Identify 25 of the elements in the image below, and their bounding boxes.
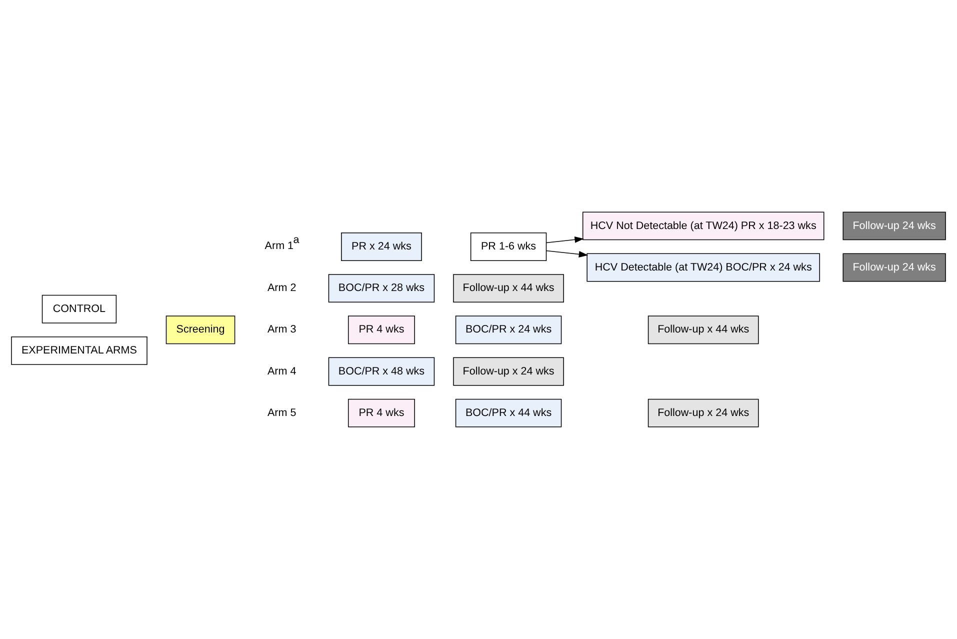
- node-box: Follow-up x 44 wks: [648, 316, 759, 344]
- node-box: PR x 24 wks: [341, 232, 422, 261]
- arrow: [546, 250, 588, 258]
- arrow: [546, 236, 584, 244]
- label: Arm 4: [268, 365, 296, 378]
- node-box: CONTROL: [42, 294, 117, 324]
- node-box: BOC/PR x 48 wks: [328, 357, 435, 386]
- node-box: PR 4 wks: [348, 316, 415, 344]
- label: Arm 2: [268, 282, 296, 294]
- node-box: Follow-up 24 wks: [842, 253, 946, 282]
- node-box: BOC/PR x 44 wks: [455, 398, 562, 428]
- label: Arm 5: [268, 406, 296, 419]
- node-box: Follow-up 24 wks: [842, 212, 946, 240]
- node-box: PR 1-6 wks: [470, 232, 547, 261]
- node-box: BOC/PR x 28 wks: [328, 274, 435, 303]
- node-box: Follow-up x 44 wks: [453, 274, 564, 303]
- node-box: Screening: [166, 316, 236, 344]
- node-box: BOC/PR x 24 wks: [455, 316, 562, 344]
- label: Arm 3: [268, 324, 296, 336]
- node-box: Follow-up x 24 wks: [453, 357, 564, 386]
- node-box: PR 4 wks: [348, 398, 415, 428]
- node-box: HCV Not Detectable (at TW24) PR x 18-23 wks: [582, 212, 824, 240]
- node-box: HCV Detectable (at TW24) BOC/PR x 24 wks: [586, 253, 820, 282]
- node-box: Follow-up x 24 wks: [648, 398, 759, 428]
- node-box: EXPERIMENTAL ARMS: [11, 336, 148, 365]
